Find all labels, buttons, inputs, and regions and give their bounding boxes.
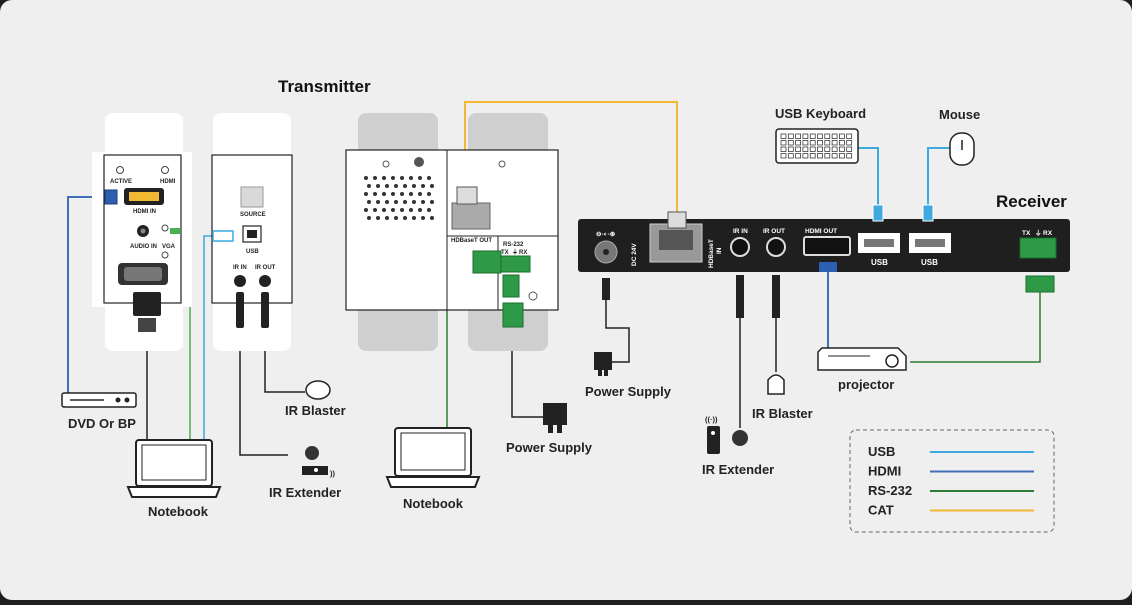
power-supply-mid-icon [543, 403, 567, 433]
rx-rs232-terminal[interactable] [1019, 237, 1057, 259]
dvd-player-icon [61, 392, 137, 408]
active-label: ACTIVE [110, 179, 132, 185]
ir-out-port[interactable] [259, 275, 271, 287]
notebook-left-icon [126, 439, 222, 498]
usb-port-1-label: USB [871, 258, 888, 267]
ir-extender-left-label: IR Extender [269, 485, 341, 500]
usb-cable-keyboard [858, 147, 879, 206]
ir-extender-right-icon: ((·)) [705, 415, 748, 454]
legend-label-hdmi: HDMI [868, 464, 901, 479]
rs232-cable-right [910, 292, 1041, 363]
receiver-unit: ⊖-◐-⊕ DC 24V HDBaseT IN IR IN IR OUT HDM… [578, 204, 1070, 318]
ir-extender-cable-left [239, 330, 288, 456]
notebook-mid-label: Notebook [403, 496, 464, 511]
rs232-label: RS-232 [503, 242, 524, 248]
svg-text:)): )) [330, 469, 335, 478]
svg-text:⏚: ⏚ [1035, 229, 1042, 237]
vga-label: VGA [162, 244, 176, 250]
hdbaset-in-label-1: HDBaseT [708, 239, 715, 268]
hdbaset-in-label-2: IN [716, 247, 723, 254]
rx-tx-label: TX [1022, 230, 1031, 237]
power-cable-right [605, 300, 630, 363]
rx-rx-label: RX [1043, 230, 1053, 237]
projector-label: projector [838, 377, 894, 392]
ir-blaster-left-label: IR Blaster [285, 403, 346, 418]
rx-ir-in-label: IR IN [733, 228, 748, 235]
ir-in-port[interactable] [234, 275, 246, 287]
usb-cable-mouse [927, 147, 950, 206]
ir-blaster-right-icon [767, 374, 785, 395]
power-supply-mid-label: Power Supply [506, 440, 593, 455]
usb-port-2-label: USB [921, 258, 938, 267]
vent-grill [364, 176, 434, 220]
ir-in-label: IR IN [233, 265, 247, 271]
ir-blaster-left-icon [305, 380, 331, 400]
dc-label: DC 24V [631, 243, 638, 266]
usb-cable-notebook [203, 235, 213, 440]
legend-label-rs232: RS-232 [868, 483, 912, 498]
transmitter-wallplate-right: SOURCE USB IR IN IR OUT [211, 113, 293, 351]
power-terminal[interactable] [502, 274, 520, 298]
notebook-mid-icon [385, 427, 481, 488]
legend-label-usb: USB [868, 444, 895, 459]
hdmi-in-label: HDMI IN [133, 209, 156, 215]
power-cable-mid [511, 328, 543, 418]
svg-text:⊖-◐-⊕: ⊖-◐-⊕ [596, 231, 616, 238]
ir-extender-right-label: IR Extender [702, 462, 774, 477]
mouse-label: Mouse [939, 107, 980, 122]
svg-text:⏚: ⏚ [512, 249, 518, 256]
source-label: SOURCE [240, 212, 266, 218]
hdbaset-out-port[interactable] [451, 202, 491, 230]
transmitter-title: Transmitter [278, 77, 371, 96]
rx-ir-out-port[interactable] [766, 237, 786, 257]
usb-label: USB [246, 249, 259, 255]
audio-in-label: AUDIO IN [130, 244, 157, 250]
transmitter-backbox: HDBaseT OUT RS-232 TX ⏚ RX [345, 113, 559, 351]
power-supply-right-label: Power Supply [585, 384, 672, 399]
ir-extender-left-icon: )) [302, 446, 335, 478]
receiver-title: Receiver [996, 192, 1067, 211]
usb-keyboard-label: USB Keyboard [775, 106, 866, 121]
notebook-left-label: Notebook [148, 504, 209, 519]
legend-box [849, 429, 1055, 533]
dvd-label: DVD Or BP [68, 416, 136, 431]
hdmi-led-label: HDMI [160, 179, 176, 185]
svg-text:((·)): ((·)) [705, 415, 718, 424]
source-button[interactable] [240, 186, 264, 208]
rx-ir-out-label: IR OUT [763, 228, 785, 235]
mouse-icon [949, 132, 975, 166]
rs232-terminal[interactable] [499, 255, 531, 273]
hdmi-out-port[interactable] [803, 236, 851, 256]
legend-label-cat: CAT [868, 503, 894, 518]
projector-icon [817, 347, 907, 371]
hdmi-out-label: HDMI OUT [805, 228, 837, 235]
cat-cable [464, 101, 678, 212]
ir-blaster-right-label: IR Blaster [752, 406, 813, 421]
rs232-tx-label: TX [501, 250, 509, 256]
transmitter-wallplate-left: ACTIVE HDMI HDMI IN AUDIO IN VGA [92, 113, 192, 351]
hdbaset-out-label: HDBaseT OUT [451, 238, 492, 244]
ir-out-label: IR OUT [255, 265, 276, 271]
power-supply-right-icon [594, 352, 612, 376]
keyboard-icon [775, 128, 859, 164]
rx-ir-in-port[interactable] [730, 237, 750, 257]
rs232-rx-label: RX [519, 250, 527, 256]
